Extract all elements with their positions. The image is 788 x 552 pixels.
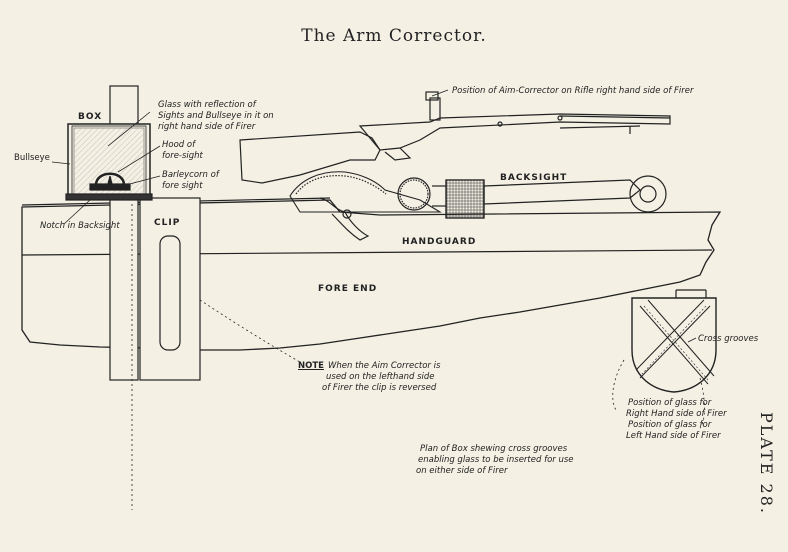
hood-label-2: fore-sight xyxy=(162,151,203,161)
rifle-body xyxy=(358,113,671,151)
notch-label: Notch in Backsight xyxy=(40,221,120,231)
hood-label-1: Hood of xyxy=(162,140,196,150)
pos-left-label-1: Position of glass for xyxy=(628,420,712,430)
note-heading: NOTE xyxy=(298,361,324,371)
glass-label-3: right hand side of Firer xyxy=(158,122,256,132)
bullseye-label: Bullseye xyxy=(14,153,50,163)
plan-label-1: Plan of Box shewing cross grooves xyxy=(420,444,568,454)
plan-label-3: on either side of Firer xyxy=(416,466,508,476)
note-line-3: of Firer the clip is reversed xyxy=(322,383,437,393)
backsight-bed xyxy=(289,171,442,213)
cross-grooves-label: Cross grooves xyxy=(698,334,759,344)
glass-label-1: Glass with reflection of xyxy=(158,100,256,110)
position-rifle-label: Position of Aim-Corrector on Rifle right… xyxy=(452,86,694,96)
barleycorn-label-1: Barleycorn of xyxy=(162,170,219,180)
plan-box-outline xyxy=(631,297,717,393)
fore-end-label: FORE END xyxy=(318,284,378,294)
diagram-plate xyxy=(21,85,722,510)
backsight-aperture xyxy=(445,179,485,219)
box-label: BOX xyxy=(78,112,103,122)
backsight-label: BACKSIGHT xyxy=(500,173,568,183)
page-title: The Arm Corrector. xyxy=(301,26,487,46)
clip-slot xyxy=(159,235,181,351)
note-line-2: used on the lefthand side xyxy=(326,372,435,382)
pos-right-label-2: Right Hand side of Firer xyxy=(626,409,727,419)
plate-number: PLATE 28. xyxy=(757,412,776,515)
glass-label-2: Sights and Bullseye in it on xyxy=(158,111,274,121)
clip-label: CLIP xyxy=(154,218,181,228)
note-line-1: When the Aim Corrector is xyxy=(327,361,441,371)
pos-left-label-2: Left Hand side of Firer xyxy=(626,431,721,441)
backsight-wheel xyxy=(397,177,431,211)
barleycorn-label-2: fore sight xyxy=(162,181,203,191)
plan-label-2: enabling glass to be inserted for use xyxy=(418,455,574,465)
pos-right-label-1: Position of glass for xyxy=(628,398,712,408)
rifle-butt xyxy=(239,131,381,184)
handguard-label: HANDGUARD xyxy=(402,237,477,247)
